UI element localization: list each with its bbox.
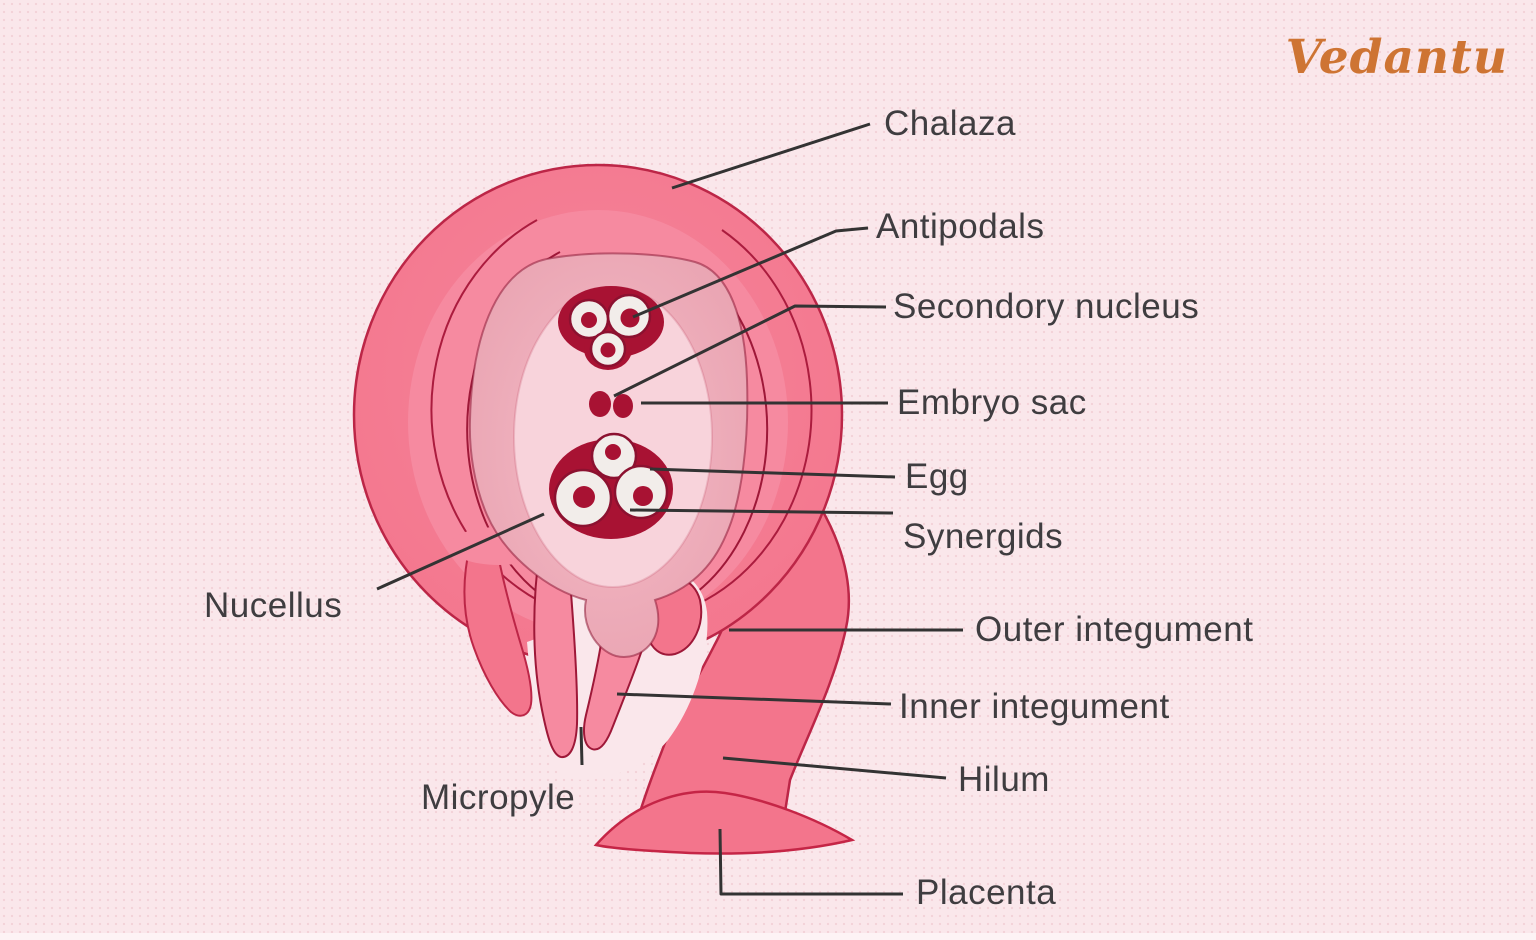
synergid-nucleus xyxy=(633,486,653,506)
secondary-nucleus-dots xyxy=(589,391,633,418)
leader-placenta xyxy=(718,828,903,896)
leader-synergids xyxy=(629,508,894,515)
label-placenta: Placenta xyxy=(916,873,1057,912)
leader-secondary-nucleus xyxy=(613,304,887,398)
label-micropyle: Micropyle xyxy=(421,778,576,817)
synergid-nucleus xyxy=(573,486,595,508)
antipodal-nucleus xyxy=(600,342,616,358)
label-secondary-nucleus: Secondory nucleus xyxy=(893,287,1200,326)
bottom-strip xyxy=(0,933,1536,940)
leader-hilum xyxy=(722,756,947,780)
antipodal-cluster xyxy=(558,286,664,370)
vedantu-logo: Vedantu xyxy=(1285,30,1508,85)
leader-chalaza xyxy=(671,122,871,190)
antipodal-nucleus xyxy=(581,312,597,328)
polar-nucleus-dot xyxy=(613,394,633,418)
label-embryo-sac: Embryo sac xyxy=(897,383,1087,422)
label-inner-integument: Inner integument xyxy=(899,687,1170,726)
egg-apparatus-cluster xyxy=(549,432,673,539)
leader-egg xyxy=(649,467,896,479)
label-chalaza: Chalaza xyxy=(884,104,1016,143)
egg-cell-nucleus xyxy=(605,444,621,460)
micropyle-marker xyxy=(579,726,584,766)
leader-antipodals xyxy=(632,226,869,319)
label-nucellus: Nucellus xyxy=(204,586,343,625)
label-synergids: Synergids xyxy=(903,517,1064,556)
label-outer-integument: Outer integument xyxy=(975,610,1254,649)
placenta-shape xyxy=(593,790,856,855)
leader-inner-integument xyxy=(616,692,892,706)
label-hilum: Hilum xyxy=(958,760,1050,799)
label-egg: Egg xyxy=(905,457,969,496)
label-antipodals: Antipodals xyxy=(876,207,1045,246)
antipodal-nucleus xyxy=(620,308,640,328)
leader-nucellus xyxy=(376,512,545,591)
polar-nucleus-dot xyxy=(589,391,611,417)
